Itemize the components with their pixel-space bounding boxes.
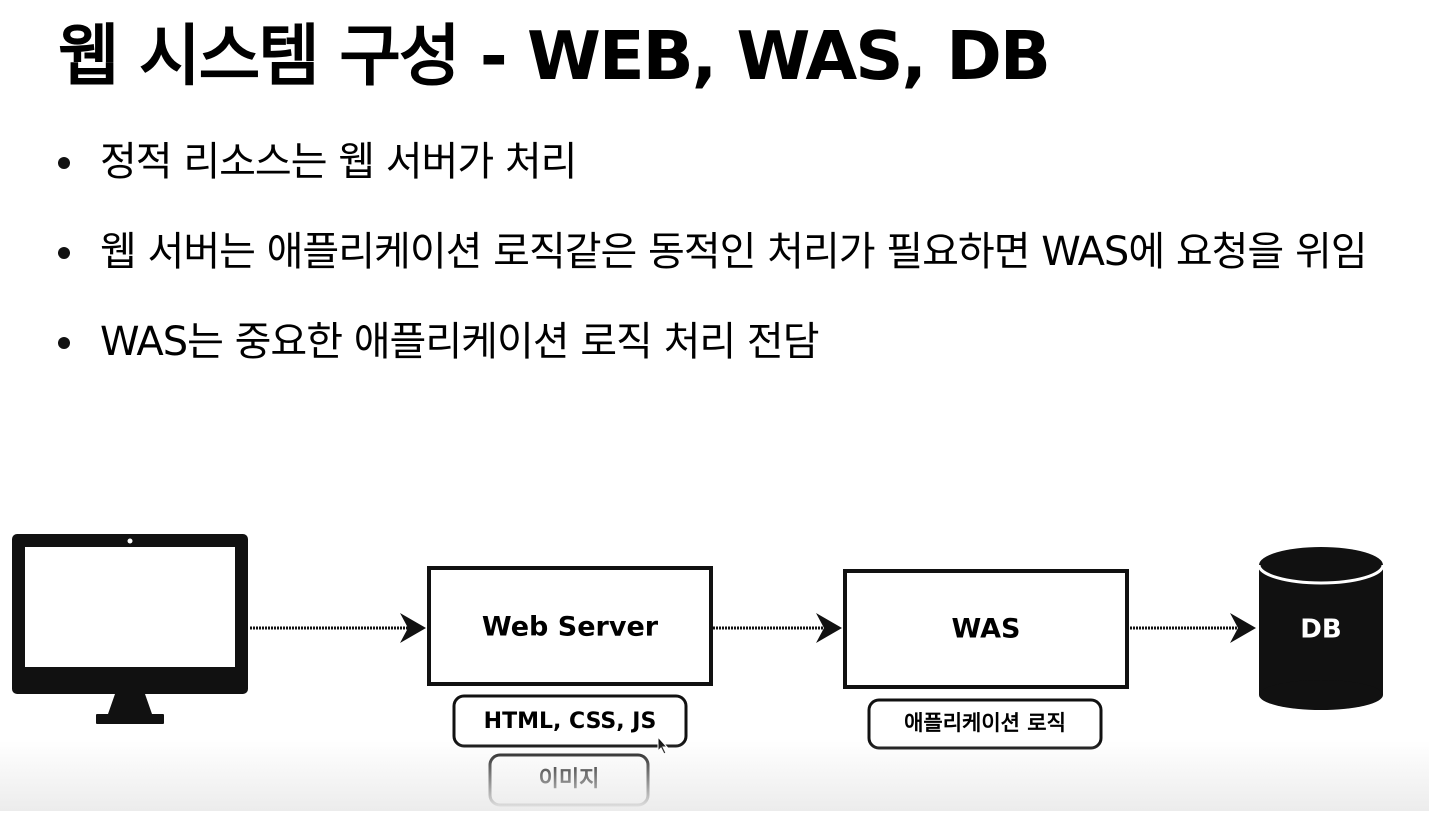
architecture-diagram: Web Server HTML, CSS, JS 이미지 WAS 애플리케 xyxy=(0,520,1429,811)
was-note-text: 애플리케이션 로직 xyxy=(904,711,1066,735)
web-server-label: Web Server xyxy=(482,612,659,643)
web-server-note-text: HTML, CSS, JS xyxy=(484,709,657,734)
bullet-item: WAS는 중요한 애플리케이션 로직 처리 전담 xyxy=(58,312,1367,372)
bullet-text: 정적 리소스는 웹 서버가 처리 xyxy=(100,139,577,185)
web-server-note-image: 이미지 xyxy=(488,753,650,807)
web-server-note-static: HTML, CSS, JS xyxy=(452,694,688,748)
bullet-dot-icon xyxy=(58,157,70,169)
arrow-client-to-web-server xyxy=(250,613,426,643)
was-label: WAS xyxy=(952,614,1021,645)
web-server-box: Web Server xyxy=(427,566,713,686)
arrow-was-to-db xyxy=(1130,613,1256,643)
arrow-web-server-to-was xyxy=(713,613,842,643)
bullet-dot-icon xyxy=(58,337,70,349)
bullet-item: 정적 리소스는 웹 서버가 처리 xyxy=(58,132,1367,192)
bullet-text: WAS는 중요한 애플리케이션 로직 처리 전담 xyxy=(100,319,819,365)
bullet-text: 웹 서버는 애플리케이션 로직같은 동적인 처리가 필요하면 WAS에 요청을 … xyxy=(100,229,1368,275)
slide-title: 웹 시스템 구성 - WEB, WAS, DB xyxy=(58,17,1051,95)
database-cylinder-icon: DB xyxy=(1257,547,1385,710)
web-server-note-text: 이미지 xyxy=(539,767,600,792)
was-note-logic: 애플리케이션 로직 xyxy=(867,698,1103,750)
was-box: WAS xyxy=(843,569,1129,689)
bullet-dot-icon xyxy=(58,247,70,259)
bullet-list: 정적 리소스는 웹 서버가 처리 웹 서버는 애플리케이션 로직같은 동적인 처… xyxy=(58,132,1368,402)
computer-monitor-icon xyxy=(12,534,248,724)
bullet-item: 웹 서버는 애플리케이션 로직같은 동적인 처리가 필요하면 WAS에 요청을 … xyxy=(58,222,1368,282)
db-label: DB xyxy=(1300,615,1341,645)
